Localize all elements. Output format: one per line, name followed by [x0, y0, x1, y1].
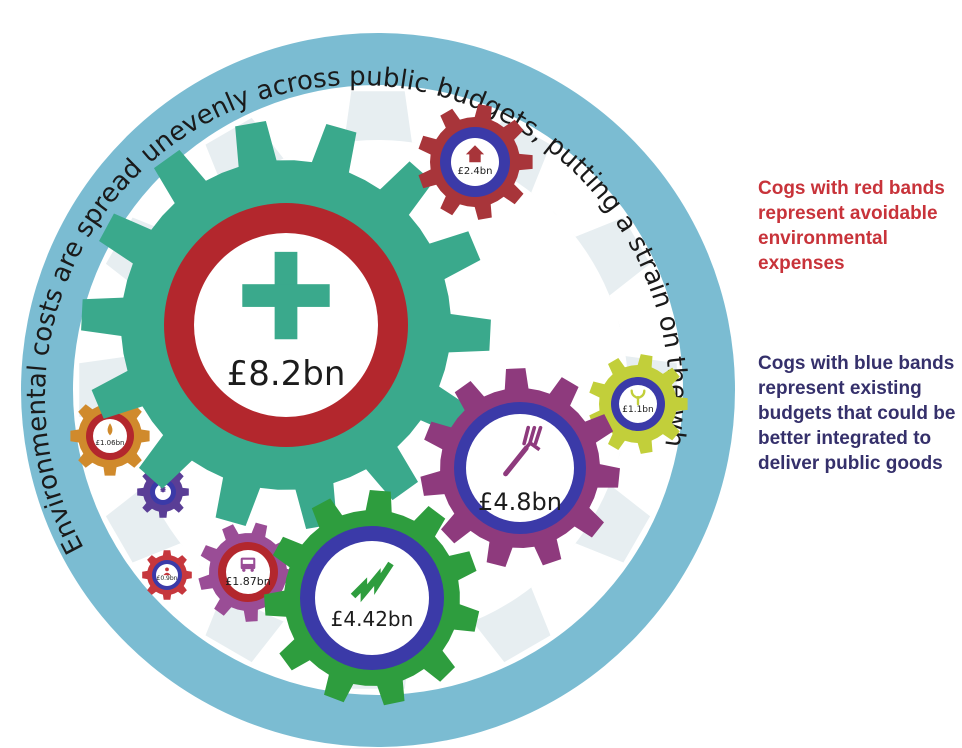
- cog-food-label: £4.8bn: [478, 488, 562, 516]
- cog-housing-label: £2.4bn: [458, 166, 493, 177]
- fork-icon: [503, 425, 543, 477]
- house-icon: [465, 145, 485, 163]
- cog-hub: [466, 414, 574, 522]
- bus-icon: [240, 557, 256, 572]
- cog-flood: £0.9bn: [142, 550, 192, 600]
- cog-hub: [315, 541, 429, 655]
- sprout-icon: [630, 389, 646, 406]
- legend-blue-bands: Cogs with blue bands represent existing …: [758, 353, 956, 474]
- cog-food: £4.8bn: [420, 368, 620, 567]
- legend-red-bands: Cogs with red bands represent avoidable …: [758, 178, 945, 274]
- cog-transport-label: £1.87bn: [225, 575, 270, 588]
- cog-energy: £4.42bn: [264, 490, 480, 706]
- cog-farming: £1.1bn: [589, 354, 688, 454]
- lightning-icon: [350, 561, 394, 603]
- drop-icon: [107, 423, 113, 436]
- plus-icon: [242, 251, 330, 340]
- cog-housing: £2.4bn: [418, 104, 533, 220]
- cog-health-label: £8.2bn: [227, 354, 346, 394]
- cog-flood-label: £0.9bn: [157, 575, 178, 582]
- cog-water: £1.06bn: [70, 396, 150, 476]
- cog-hub: [93, 419, 127, 453]
- cog-farming-label: £1.1bn: [622, 405, 653, 415]
- cog-waste: [137, 466, 189, 518]
- cogs-layer: £1.06bn £0.9bn £8.2bn £2.4bn £1.1bn £4.8bn £1.…: [70, 104, 688, 706]
- cog-energy-label: £4.42bn: [331, 607, 414, 631]
- cog-water-label: £1.06bn: [96, 439, 125, 447]
- cog-health: £8.2bn: [81, 120, 491, 530]
- cog-hub: [226, 550, 270, 594]
- person-icon: [163, 567, 171, 576]
